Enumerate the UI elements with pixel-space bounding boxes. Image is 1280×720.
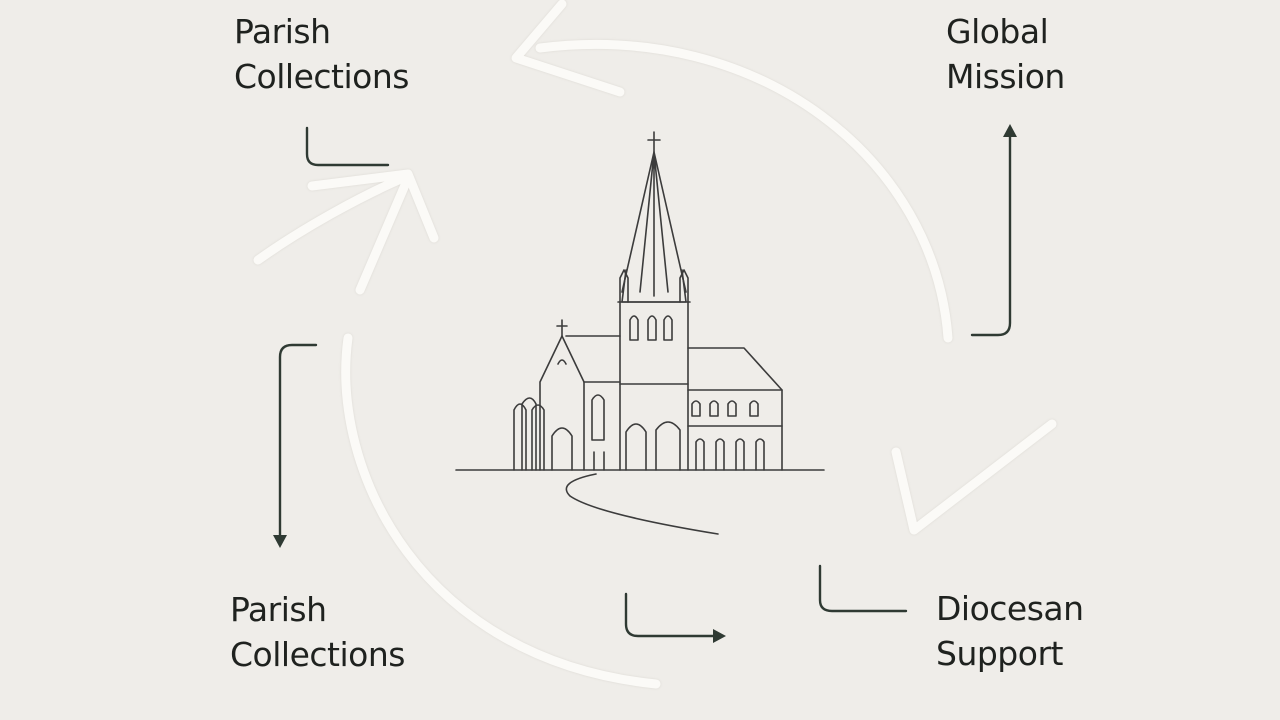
label-line: Parish: [230, 590, 327, 629]
label-line: Diocesan: [936, 589, 1084, 628]
connector-top-left: [305, 126, 390, 167]
label-line: Support: [936, 634, 1063, 673]
arrowhead-down-icon: [273, 535, 287, 548]
label-line: Collections: [230, 635, 405, 674]
label-line: Collections: [234, 57, 409, 96]
label-parish-collections-bottom: Parish Collections: [230, 587, 405, 677]
cycle-arrows: [253, 0, 1057, 689]
cycle-arrow-top: [535, 39, 953, 343]
connector-bottom-right: [818, 564, 908, 613]
label-line: Mission: [946, 57, 1065, 96]
cycle-arrow-upper-left-head: [307, 169, 439, 243]
cycle-arrow-right-head: [891, 419, 1057, 535]
connector-left: [278, 343, 318, 540]
label-global-mission: Global Mission: [946, 9, 1065, 99]
connector-bottom: [624, 592, 718, 638]
label-diocesan-support: Diocesan Support: [936, 586, 1084, 676]
arrowhead-right-icon: [713, 629, 726, 643]
connector-arrowheads: [273, 124, 1017, 643]
connector-arrows: [278, 126, 1012, 638]
connector-top-right: [970, 132, 1012, 337]
label-line: Global: [946, 12, 1049, 51]
label-parish-collections-top: Parish Collections: [234, 9, 409, 99]
cycle-arrow-upper-left: [253, 171, 413, 265]
arrowhead-up-icon: [1003, 124, 1017, 137]
label-line: Parish: [234, 12, 331, 51]
cycle-arrow-left: [341, 333, 661, 689]
cycle-arrow-upper-left-tail: [355, 173, 413, 295]
church-icon: [455, 131, 825, 535]
cycle-arrow-top-head: [511, 0, 625, 97]
